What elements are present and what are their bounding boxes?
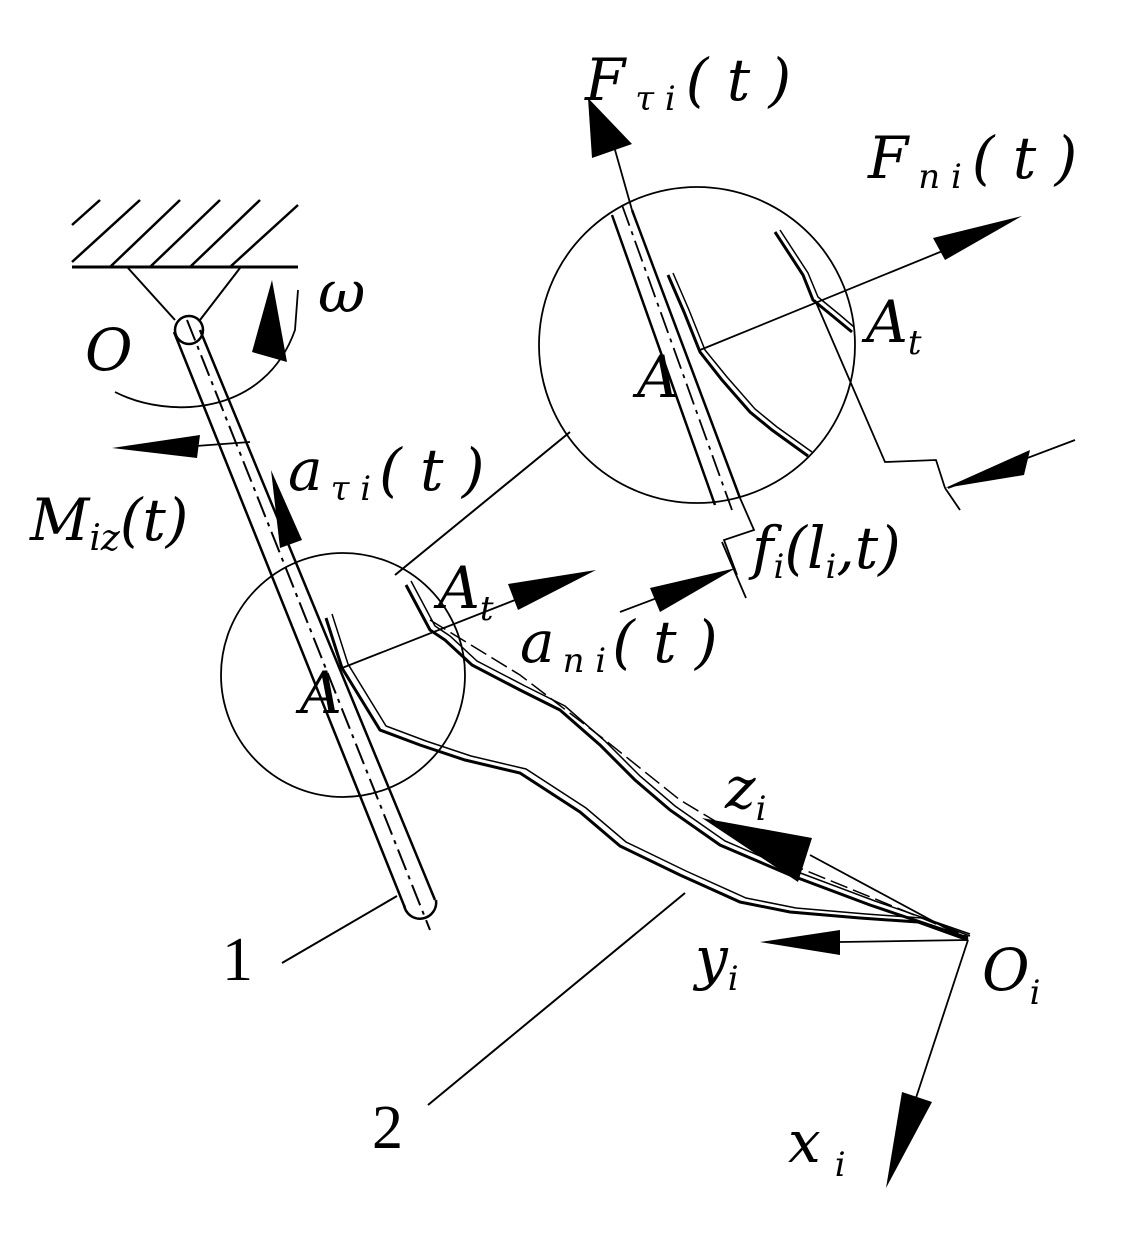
label-At-inset: At: [861, 288, 922, 363]
label-O: O: [85, 316, 133, 384]
link-1-rod: [172, 314, 438, 931]
local-axes: [702, 818, 969, 1188]
label-A-inset: A: [632, 343, 679, 411]
moment-arrow: [112, 435, 251, 458]
label-M: Miz(t): [29, 486, 188, 559]
omega-rotation-arrow: [114, 280, 299, 409]
pivot-joint: [173, 314, 205, 346]
label-Oi: Oi: [982, 936, 1040, 1013]
inset-circle: [538, 98, 1076, 613]
label-A-main: A: [295, 659, 342, 727]
label-y: yi: [692, 924, 739, 999]
label-1: 1: [222, 926, 253, 994]
label-z: zi: [724, 754, 766, 829]
label-f: fi(li,t): [748, 514, 901, 587]
label-2: 2: [372, 1094, 403, 1162]
detail-circle-main: [220, 431, 571, 798]
ground-support: [71, 199, 299, 321]
label-omega: ω: [318, 258, 365, 326]
label-At-main: At: [433, 554, 494, 629]
leader-lines: [281, 892, 686, 1106]
a-tau-arrow: [271, 470, 302, 548]
